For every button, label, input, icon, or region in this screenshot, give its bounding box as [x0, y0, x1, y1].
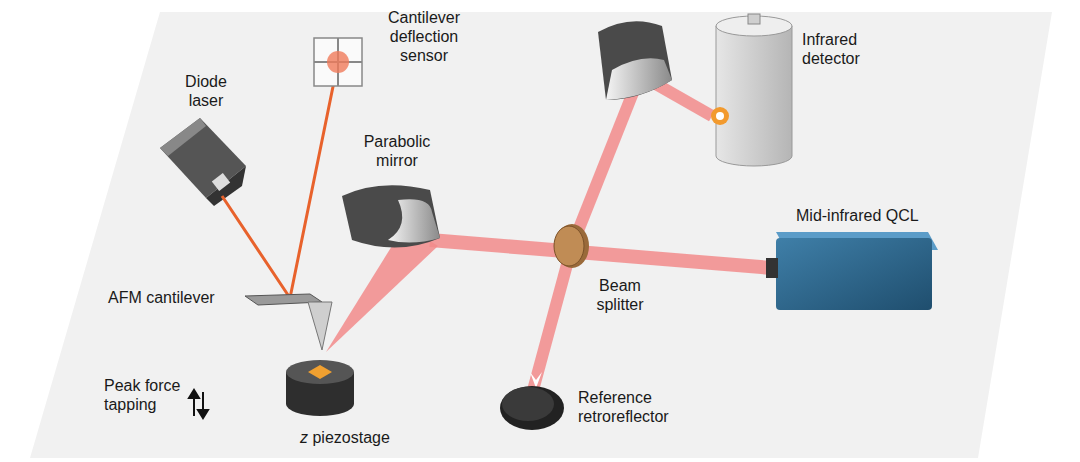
ir-beams	[430, 75, 772, 394]
mirror-label: Parabolic mirror	[352, 132, 442, 170]
sensor-label: Cantilever deflection sensor	[372, 8, 476, 65]
quadrant-sensor	[314, 38, 362, 86]
detector-mirror	[598, 21, 672, 100]
z-piezostage	[286, 360, 354, 416]
parabolic-mirror	[342, 185, 440, 247]
deflection-laser-beam	[222, 62, 338, 298]
diode-laser	[160, 118, 246, 206]
qcl-laser	[766, 232, 938, 310]
cantilever-label: AFM cantilever	[108, 288, 238, 307]
afm-cantilever	[245, 294, 332, 350]
splitter-label: Beam splitter	[590, 276, 650, 314]
laser-label: Diode laser	[176, 72, 236, 110]
retroreflector-label: Reference retroreflector	[578, 388, 688, 426]
stage-label: z piezostage	[300, 428, 420, 447]
infrared-detector	[711, 14, 792, 166]
table-plane	[30, 12, 1052, 458]
detector-label: Infrared detector	[802, 30, 892, 68]
qcl-label: Mid-infrared QCL	[796, 206, 956, 225]
beam-splitter	[554, 224, 589, 268]
tapping-label: Peak force tapping	[104, 376, 184, 414]
beam-arrow	[530, 372, 542, 388]
updown-arrows	[189, 390, 208, 418]
retroreflector	[500, 386, 564, 430]
